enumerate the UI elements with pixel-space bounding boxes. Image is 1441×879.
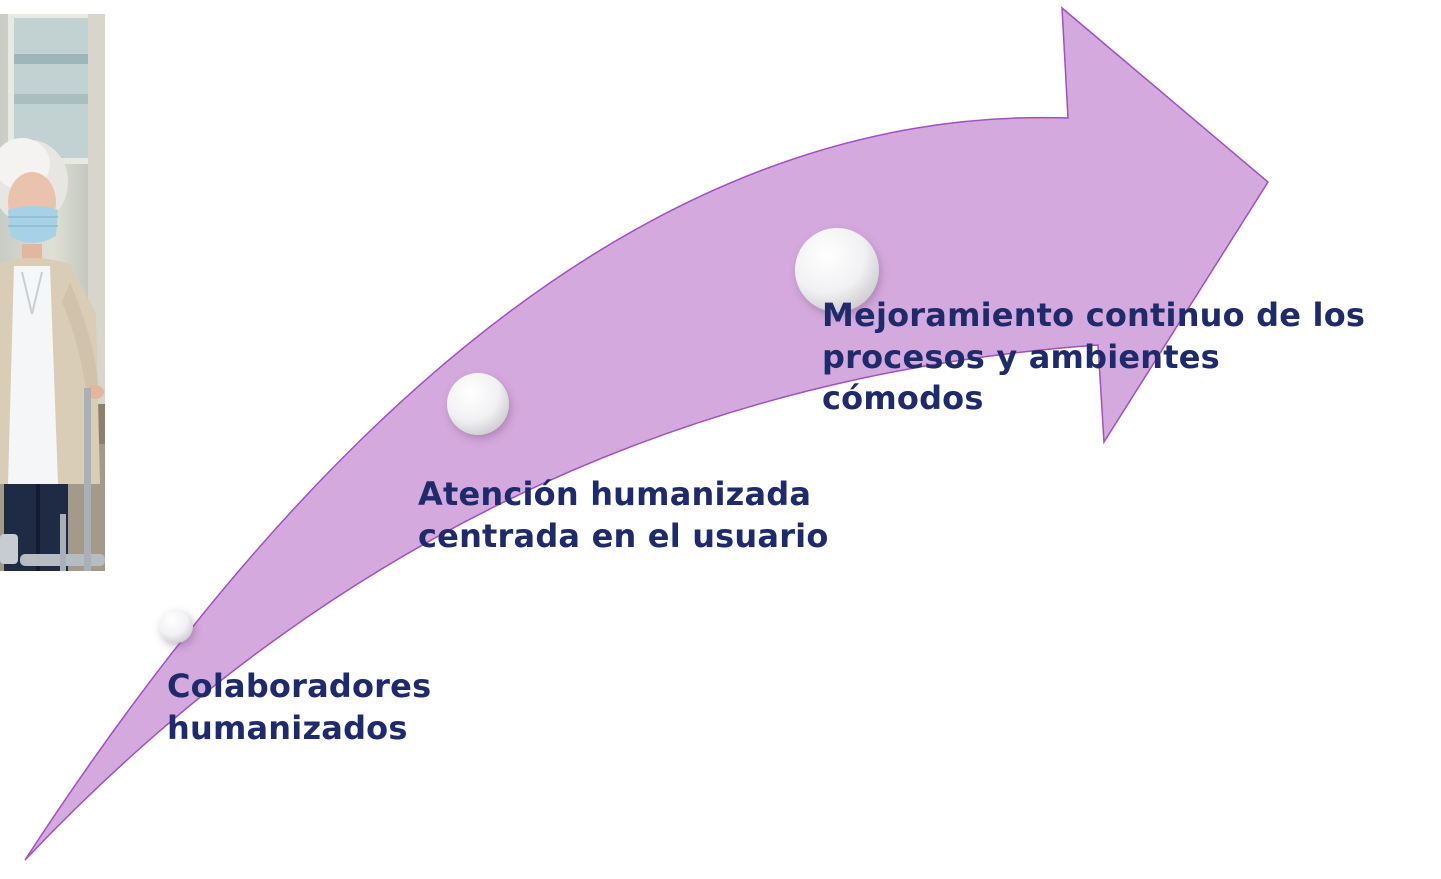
elderly-woman-with-walker-photo [0,14,105,571]
step-node-1 [159,609,193,643]
process-arrow [24,6,1269,861]
step-node-3 [795,228,879,312]
step-node-2 [447,373,509,435]
